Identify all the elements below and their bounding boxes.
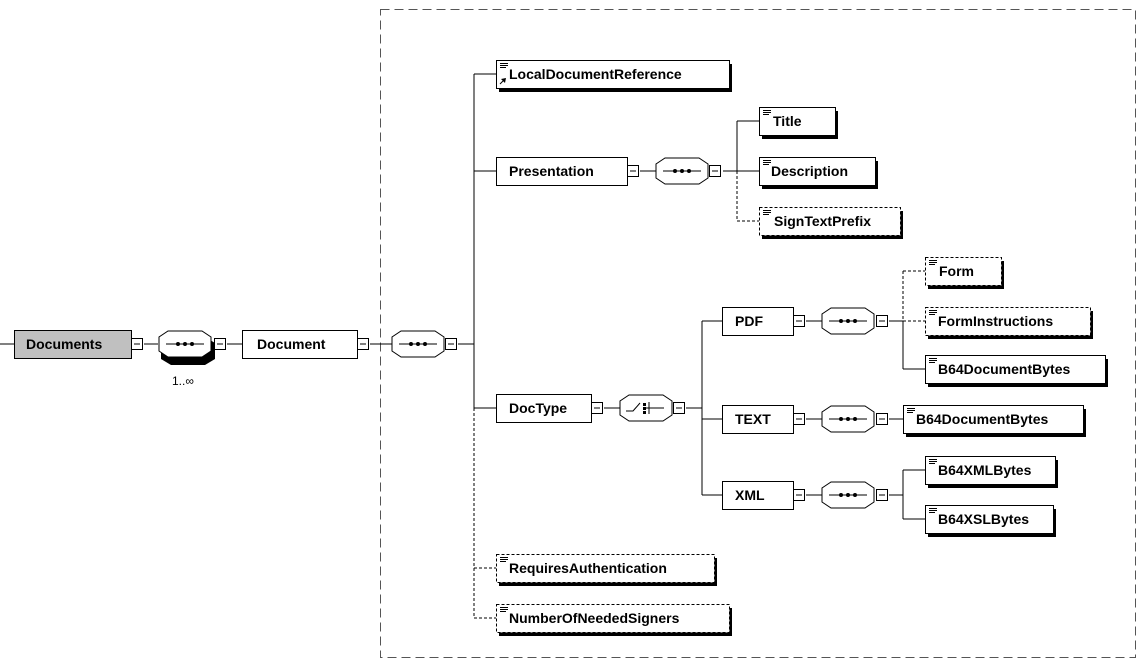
element-text-b64-document-bytes[interactable]: B64DocumentBytes: [903, 405, 1087, 438]
element-presentation-label: Presentation: [509, 163, 594, 179]
element-number-of-needed-signers-label: NumberOfNeededSigners: [509, 610, 680, 626]
sequence-compositor-icon[interactable]: [821, 405, 875, 433]
sequence-compositor-icon[interactable]: [821, 481, 875, 509]
sequence-compositor-icon[interactable]: [158, 330, 215, 365]
element-pdf-label: PDF: [735, 313, 763, 329]
element-sign-text-prefix-label: SignTextPrefix: [774, 213, 871, 229]
cardinality-label: 1..∞: [172, 374, 194, 388]
collapse-minus-icon[interactable]: [793, 413, 805, 425]
simple-content-icon: [500, 607, 508, 612]
element-xml-label: XML: [735, 487, 765, 503]
element-doc-type-label: DocType: [509, 400, 567, 416]
simple-content-icon: [929, 260, 937, 265]
element-pdf-b64-document-bytes[interactable]: B64DocumentBytes: [925, 355, 1109, 388]
collapse-minus-icon[interactable]: [876, 489, 888, 501]
element-form-instructions[interactable]: FormInstructions: [925, 307, 1094, 340]
simple-content-icon: [500, 63, 508, 68]
element-pdf[interactable]: PDF: [722, 307, 794, 336]
simple-content-icon: [907, 408, 915, 413]
element-description-label: Description: [771, 163, 848, 179]
element-form-instructions-label: FormInstructions: [938, 313, 1053, 329]
element-b64-xsl-bytes[interactable]: B64XSLBytes: [925, 505, 1057, 538]
element-documents[interactable]: Documents: [14, 330, 132, 359]
simple-content-icon: [500, 557, 508, 562]
element-b64-xml-bytes[interactable]: B64XMLBytes: [925, 456, 1059, 489]
simple-content-icon: [929, 508, 937, 513]
collapse-minus-icon[interactable]: [876, 413, 888, 425]
simple-content-icon: [929, 310, 937, 315]
collapse-minus-icon[interactable]: [673, 402, 685, 414]
collapse-minus-icon[interactable]: [793, 489, 805, 501]
simple-content-icon: [763, 160, 771, 165]
element-sign-text-prefix[interactable]: SignTextPrefix: [759, 207, 904, 240]
element-title-label: Title: [773, 113, 802, 129]
element-b64-xml-bytes-label: B64XMLBytes: [938, 462, 1032, 478]
simple-content-icon: [763, 210, 771, 215]
element-description[interactable]: Description: [759, 157, 879, 190]
sequence-compositor-icon[interactable]: [391, 330, 445, 358]
element-local-document-reference-label: LocalDocumentReference: [509, 66, 682, 82]
choice-compositor-icon[interactable]: [619, 394, 673, 422]
simple-content-icon: [929, 358, 937, 363]
reference-arrow-icon: [499, 78, 506, 85]
element-form[interactable]: Form: [925, 257, 1005, 290]
sequence-compositor-icon[interactable]: [821, 307, 875, 335]
element-requires-authentication[interactable]: RequiresAuthentication: [496, 554, 718, 587]
sequence-compositor-icon[interactable]: [655, 157, 709, 185]
element-presentation[interactable]: Presentation: [496, 157, 628, 186]
element-number-of-needed-signers[interactable]: NumberOfNeededSigners: [496, 604, 733, 637]
element-documents-label: Documents: [26, 336, 102, 352]
element-pdf-b64-document-bytes-label: B64DocumentBytes: [938, 361, 1070, 377]
simple-content-icon: [929, 459, 937, 464]
element-local-document-reference[interactable]: LocalDocumentReference: [496, 60, 733, 93]
element-document[interactable]: Document: [242, 330, 358, 359]
element-requires-authentication-label: RequiresAuthentication: [509, 560, 667, 576]
collapse-minus-icon[interactable]: [357, 338, 369, 350]
collapse-minus-icon[interactable]: [445, 338, 457, 350]
collapse-minus-icon[interactable]: [131, 338, 143, 350]
group-boundary: [380, 9, 1136, 658]
collapse-minus-icon[interactable]: [591, 402, 603, 414]
element-text-b64-document-bytes-label: B64DocumentBytes: [916, 411, 1048, 427]
element-b64-xsl-bytes-label: B64XSLBytes: [938, 511, 1029, 527]
collapse-minus-icon[interactable]: [876, 315, 888, 327]
element-text[interactable]: TEXT: [722, 405, 794, 434]
element-document-label: Document: [257, 336, 326, 352]
connectors: [0, 73, 925, 619]
element-text-label: TEXT: [735, 411, 771, 427]
element-xml[interactable]: XML: [722, 481, 794, 510]
collapse-minus-icon[interactable]: [627, 165, 639, 177]
collapse-minus-icon[interactable]: [214, 338, 226, 350]
collapse-minus-icon[interactable]: [793, 315, 805, 327]
collapse-minus-icon[interactable]: [709, 165, 721, 177]
element-title[interactable]: Title: [759, 107, 839, 140]
element-doc-type[interactable]: DocType: [496, 394, 592, 423]
simple-content-icon: [763, 110, 771, 115]
element-form-label: Form: [939, 263, 974, 279]
